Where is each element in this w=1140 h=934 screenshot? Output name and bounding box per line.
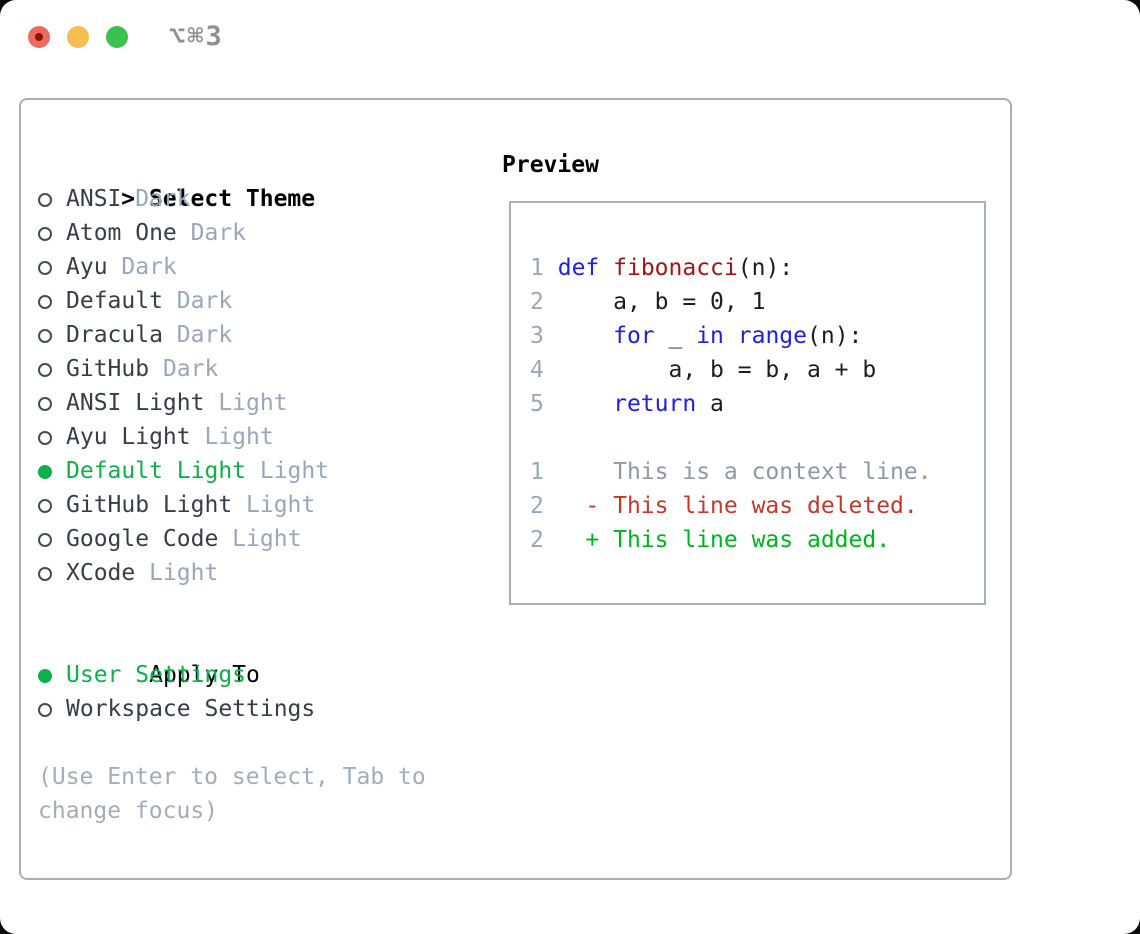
preview-code: 1 def fibonacci(n): 2 a, b = 0, 1 3 for _ … — [530, 251, 984, 421]
radio-icon — [38, 329, 52, 343]
minimize-button[interactable] — [67, 26, 89, 48]
theme-name: ANSI Light — [66, 390, 205, 416]
radio-icon — [38, 363, 52, 377]
apply-option-label: User Settings — [66, 662, 247, 688]
theme-option-google-code[interactable]: Google Code Light — [38, 522, 426, 556]
theme-option-default[interactable]: Default Dark — [38, 284, 426, 318]
theme-variant-badge: Dark — [162, 288, 233, 314]
theme-option-default-light[interactable]: Default Light Light — [38, 454, 426, 488]
preview-diff: 1 This is a context line.2 - This line w… — [530, 455, 984, 557]
theme-option-xcode[interactable]: XCode Light — [38, 556, 426, 590]
diff-line-added: 2 + This line was added. — [530, 523, 984, 557]
line-number: 1 — [530, 459, 544, 485]
diff-line-context: 1 This is a context line. — [530, 455, 984, 489]
apply-option-label: Workspace Settings — [66, 696, 316, 722]
radio-icon — [38, 261, 52, 275]
apply-to-header: Apply To — [38, 624, 426, 688]
theme-name: XCode — [66, 560, 136, 586]
radio-icon — [38, 499, 52, 513]
theme-option-dracula[interactable]: Dracula Dark — [38, 318, 426, 352]
apply-option-workspace-settings[interactable]: Workspace Settings — [38, 692, 426, 726]
zoom-button[interactable] — [106, 26, 128, 48]
spacer — [38, 590, 426, 624]
theme-variant-badge: Light — [232, 492, 316, 518]
radio-icon — [38, 567, 52, 581]
line-number: 1 — [530, 255, 544, 281]
theme-variant-badge: Dark — [121, 186, 191, 212]
pointer-icon: > — [121, 186, 135, 212]
radio-icon — [38, 533, 52, 547]
line-number: 2 — [530, 289, 544, 315]
apply-option-user-settings[interactable]: User Settings — [38, 658, 426, 692]
theme-variant-badge: Dark — [107, 254, 177, 280]
radio-icon — [38, 431, 52, 445]
theme-name: Default Light — [66, 458, 247, 484]
hint-line-1: (Use Enter to select, Tab to — [38, 764, 426, 790]
line-number: 5 — [530, 391, 544, 417]
diff-text: + This line was added. — [557, 527, 891, 553]
spacer — [38, 726, 426, 760]
unsaved-dot-icon — [35, 33, 43, 41]
theme-variant-badge: Light — [218, 526, 302, 552]
theme-option-github-light[interactable]: GitHub Light Light — [38, 488, 426, 522]
theme-option-ansi[interactable]: ANSI Dark — [38, 182, 426, 216]
radio-icon — [38, 227, 52, 241]
window-title: ⌥⌘3 — [169, 21, 224, 52]
theme-variant-badge: Dark — [149, 356, 219, 382]
code-line: 5 return a — [530, 391, 724, 417]
line-number: 4 — [530, 357, 544, 383]
radio-icon — [38, 397, 52, 411]
preview-label: Preview — [502, 152, 599, 178]
diff-line-deleted: 2 - This line was deleted. — [530, 489, 984, 523]
theme-variant-badge: Light — [204, 390, 288, 416]
diff-text: This is a context line. — [557, 459, 932, 485]
select-theme-header: > Select Theme — [38, 148, 426, 212]
theme-name: GitHub Light — [66, 492, 233, 518]
theme-option-ansi-light[interactable]: ANSI Light Light — [38, 386, 426, 420]
theme-variant-badge: Light — [135, 560, 219, 586]
theme-option-ayu-light[interactable]: Ayu Light Light — [38, 420, 426, 454]
theme-name: Google Code — [66, 526, 219, 552]
theme-name: Dracula — [66, 322, 163, 348]
code-line: 4 a, b = b, a + b — [530, 357, 877, 383]
theme-variant-badge: Light — [246, 458, 330, 484]
close-button[interactable] — [28, 26, 50, 48]
theme-dialog — [19, 98, 1012, 880]
preview-pane: 1 def fibonacci(n): 2 a, b = 0, 1 3 for _ … — [509, 201, 986, 605]
radio-selected-icon — [38, 669, 52, 683]
theme-name: Ayu — [66, 254, 108, 280]
hint-line-2: change focus) — [38, 798, 219, 824]
theme-option-github[interactable]: GitHub Dark — [38, 352, 426, 386]
theme-name: Atom One — [66, 220, 177, 246]
theme-variant-badge: Light — [190, 424, 274, 450]
apply-to-label: Apply To — [149, 662, 260, 688]
line-number: 2 — [530, 527, 544, 553]
code-line: 2 a, b = 0, 1 — [530, 289, 766, 315]
theme-name: Ayu Light — [66, 424, 191, 450]
theme-name: Default — [66, 288, 163, 314]
line-number: 3 — [530, 323, 544, 349]
theme-variant-badge: Dark — [162, 322, 233, 348]
select-theme-label: Select Theme — [148, 186, 316, 212]
code-line: 1 def fibonacci(n): — [530, 255, 794, 281]
theme-option-ayu[interactable]: Ayu Dark — [38, 250, 426, 284]
theme-variant-badge: Dark — [176, 220, 247, 246]
theme-name: GitHub — [66, 356, 150, 382]
line-number: 2 — [530, 493, 544, 519]
radio-icon — [38, 295, 52, 309]
code-line: 3 for _ in range(n): — [530, 323, 863, 349]
radio-icon — [38, 193, 52, 207]
radio-icon — [38, 703, 52, 717]
diff-text: - This line was deleted. — [557, 493, 918, 519]
radio-selected-icon — [38, 465, 52, 479]
theme-option-atom-one[interactable]: Atom One Dark — [38, 216, 426, 250]
theme-name: ANSI — [66, 186, 122, 212]
spacer — [530, 421, 984, 455]
